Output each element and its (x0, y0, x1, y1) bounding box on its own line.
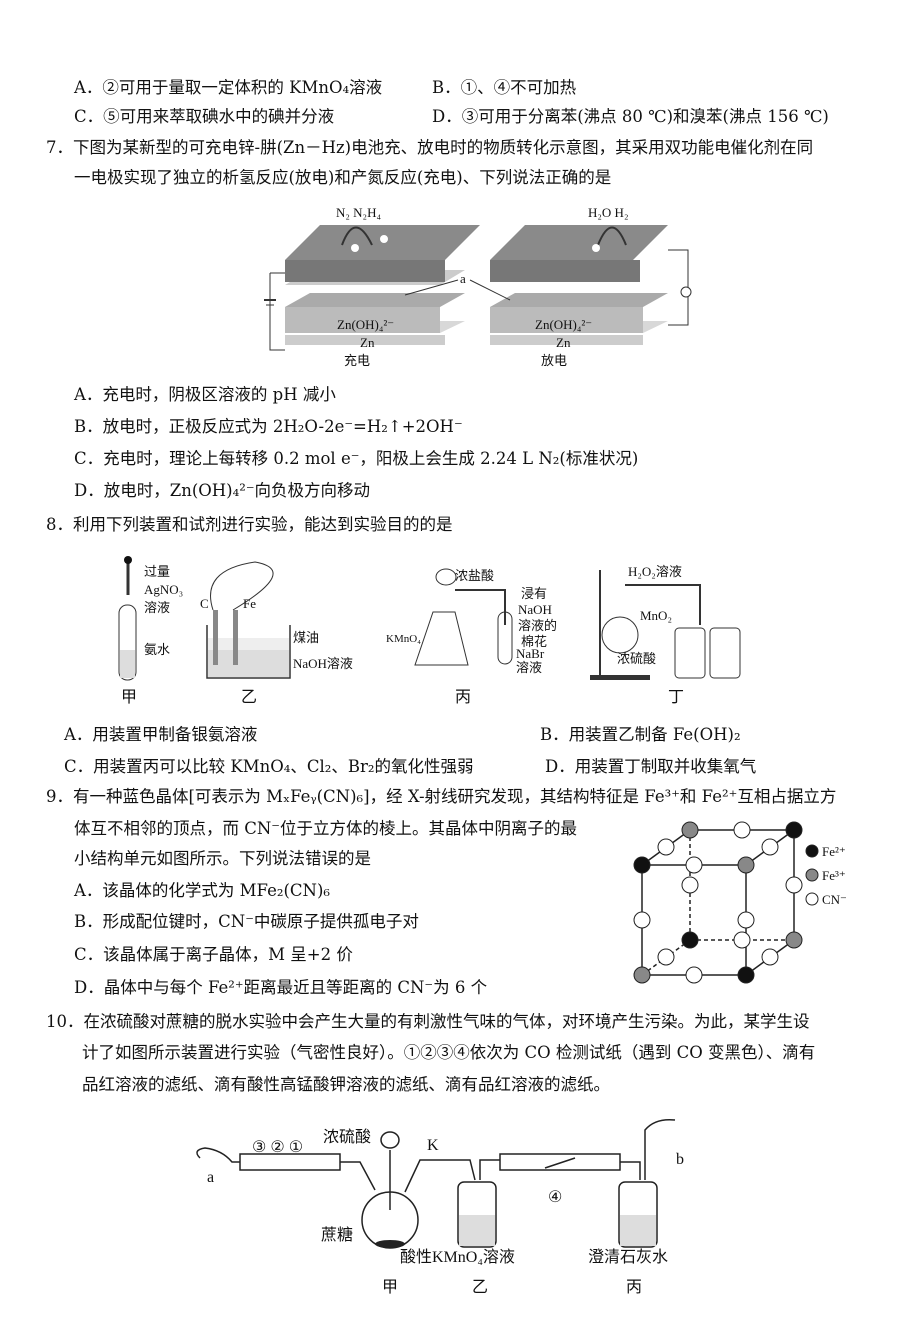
jia-reagent3: 溶液 (144, 600, 170, 615)
legend-cn: CN⁻ (822, 892, 847, 907)
limewater-label: 澄清石灰水 (588, 1248, 668, 1266)
bing-label: 丙 (626, 1279, 642, 1296)
apparatus-diagrams: 过量 AgNO₃ 溶液 氨水 甲 C Fe 煤油 NaOH溶液 乙 浓盐酸 KM… (118, 556, 741, 706)
discharge-label: 放电 (541, 353, 567, 368)
sucrose-apparatus-diagram: ③ ② ① 浓硫酸 K a b ④ 蔗糖 酸性KMnO₄溶液 澄清石灰水 甲 乙… (196, 1118, 684, 1296)
q10-stem-line1: 10．在浓硫酸对蔗糖的脱水实验中会产生大量的有刺激性气味的气体，对环境产生污染。… (46, 1012, 810, 1031)
yi-electrode-fe: Fe (243, 596, 256, 611)
valve-k: K (427, 1137, 439, 1154)
label-a: a (460, 271, 466, 286)
q8-option-d: D．用装置丁制取并收集氧气 (545, 757, 757, 776)
q8-stem: 8．利用下列装置和试剂进行实验，能达到实验目的的是 (46, 515, 453, 534)
sucrose-label: 蔗糖 (321, 1226, 353, 1244)
q6-option-d: D．③可用于分离苯(沸点 80 ℃)和溴苯(沸点 156 ℃) (432, 107, 829, 126)
q9-option-d: D．晶体中与每个 Fe²⁺距离最近且等距离的 CN⁻为 6 个 (74, 978, 488, 997)
q7-option-d: D．放电时，Zn(OH)₄²⁻向负极方向移动 (74, 481, 371, 500)
q7-stem-line2: 一电极实现了独立的析氢反应(放电)和产氮反应(充电)、下列说法正确的是 (74, 168, 612, 187)
q6-option-b: B．①、④不可加热 (432, 78, 577, 97)
q7-option-c: C．充电时，理论上每转移 0.2 mol e⁻，阳极上会生成 2.24 L N₂… (74, 449, 639, 468)
zincate-right: Zn(OH)₄²⁻ (535, 317, 592, 332)
bing-cotton1: 浸有 (521, 586, 547, 601)
papers-label: ③ ② ① (252, 1139, 303, 1156)
bing-acid: 浓盐酸 (455, 568, 494, 583)
end-a: a (207, 1169, 214, 1186)
kmno4-label: 酸性KMnO₄溶液 (400, 1248, 515, 1266)
bing-kmno4: KMnO₄ (386, 633, 421, 645)
q9-stem-line2: 体互不相邻的顶点，而 CN⁻位于立方体的棱上。其晶体中阴离子的最 (74, 819, 578, 838)
discharge-gases-label: H₂O H₂ (588, 205, 628, 220)
jia-label: 甲 (382, 1279, 398, 1296)
jia-reagent2: AgNO₃ (144, 582, 183, 597)
paper-4: ④ (548, 1189, 562, 1206)
jia-reagent1: 过量 (144, 564, 170, 579)
crystal-cell-diagram: Fe²⁺ Fe³⁺ CN⁻ (633, 821, 847, 984)
q6-option-a: A．②可用于量取一定体积的 KMnO₄溶液 (74, 78, 383, 97)
ding-acid: 浓硫酸 (617, 651, 656, 666)
q7-option-b: B．放电时，正极反应式为 2H₂O-2e⁻=H₂↑+2OH⁻ (74, 417, 463, 436)
q10-stem-line2: 计了如图所示装置进行实验（气密性良好）。①②③④依次为 CO 检测试纸（遇到 C… (82, 1043, 816, 1062)
legend-fe2: Fe²⁺ (822, 844, 846, 859)
q9-option-a: A．该晶体的化学式为 MFe₂(CN)₆ (74, 881, 331, 900)
ding-h2o2: H₂O₂溶液 (628, 564, 682, 579)
bing-cotton4: 棉花 (521, 634, 547, 649)
ding-label: 丁 (668, 689, 684, 706)
acid-label: 浓硫酸 (323, 1128, 371, 1146)
discharge-cell (490, 225, 692, 333)
charge-gases-label: N₂ N₂H₄ (336, 205, 381, 220)
bing-cotton3: 溶液的 (518, 618, 557, 633)
end-b: b (676, 1151, 684, 1168)
yi-solution: NaOH溶液 (293, 656, 353, 671)
q8-option-b: B．用装置乙制备 Fe(OH)₂ (540, 725, 741, 744)
bing-cotton2: NaOH (518, 602, 552, 617)
bing-nabr1: NaBr (516, 646, 545, 661)
yi-label: 乙 (472, 1279, 488, 1296)
zincate-left: Zn(OH)₄²⁻ (337, 317, 394, 332)
bing-nabr2: 溶液 (516, 660, 542, 675)
q9-stem-line1: 9．有一种蓝色晶体[可表示为 MₓFeᵧ(CN)₆]，经 X-射线研究发现，其结… (46, 787, 837, 806)
jia-label: 甲 (121, 689, 137, 706)
q9-option-c: C．该晶体属于离子晶体，M 呈+2 价 (74, 945, 353, 964)
q9-stem-line3: 小结构单元如图所示。下列说法错误的是 (74, 849, 371, 868)
q7-stem-line1: 7．下图为某新型的可充电锌-肼(Zn－Hz)电池充、放电时的物质转化示意图，其采… (46, 138, 814, 157)
q10-stem-line3: 品红溶液的滤纸、滴有酸性高锰酸钾溶液的滤纸、滴有品红溶液的滤纸。 (82, 1075, 610, 1094)
yi-label: 乙 (241, 689, 257, 706)
battery-diagram: N₂ N₂H₄ H₂O H₂ a Zn(OH)₄²⁻ Zn(OH)₄²⁻ Zn … (264, 205, 692, 368)
q9-option-b: B．形成配位键时，CN⁻中碳原子提供孤电子对 (74, 912, 419, 931)
q8-option-a: A．用装置甲制备银氨溶液 (64, 725, 258, 744)
charge-cell (264, 225, 480, 351)
q8-option-c: C．用装置丙可以比较 KMnO₄、Cl₂、Br₂的氧化性强弱 (64, 757, 474, 776)
q7-option-a: A．充电时，阴极区溶液的 pH 减小 (74, 385, 336, 404)
q6-option-c: C．⑤可用来萃取碘水中的碘并分液 (74, 107, 335, 126)
charge-label: 充电 (344, 353, 370, 368)
yi-oil: 煤油 (293, 630, 319, 645)
bing-label: 丙 (455, 689, 471, 706)
yi-electrode-c: C (200, 596, 209, 611)
legend-fe3: Fe³⁺ (822, 868, 846, 883)
jia-reagent4: 氨水 (144, 642, 170, 657)
ding-mno2: MnO₂ (640, 608, 672, 623)
zn-right: Zn (556, 335, 571, 350)
zn-left: Zn (360, 335, 375, 350)
